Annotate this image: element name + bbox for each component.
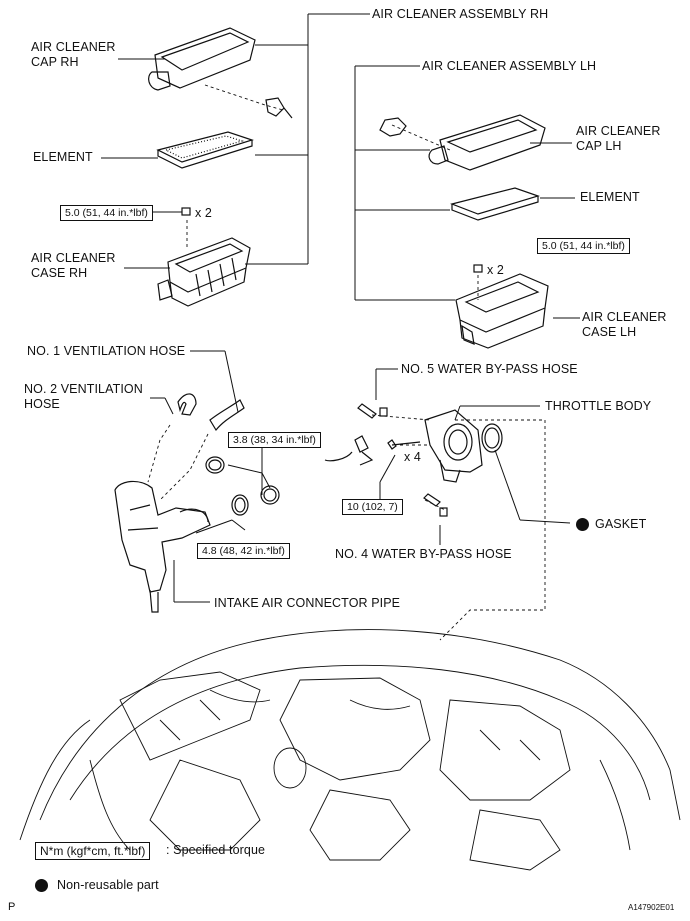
label-air-cleaner-case-rh: AIR CLEANER CASE RH [31, 251, 116, 280]
qty-throttle-bolt: x 4 [404, 450, 421, 464]
leader-lines [101, 13, 580, 603]
label-no5-water-bypass-hose: NO. 5 WATER BY-PASS HOSE [401, 362, 578, 376]
clip-no5 [379, 407, 388, 417]
no2-ventilation-hose-drawing [177, 393, 197, 416]
qty-case-rh-nut: x 2 [195, 206, 212, 220]
air-cleaner-cap-lh-drawing [428, 114, 546, 171]
air-cleaner-case-lh-drawing [455, 273, 549, 349]
no5-water-bypass-hose-drawing [357, 403, 377, 419]
legend-non-reusable-desc: Non-reusable part [57, 878, 159, 892]
qty-case-lh-nut: x 2 [487, 263, 504, 277]
legend-non-reusable-icon [35, 879, 48, 892]
label-element-lh: ELEMENT [580, 190, 640, 204]
label-air-cleaner-cap-rh: AIR CLEANER CAP RH [31, 40, 116, 69]
label-air-cleaner-assembly-lh: AIR CLEANER ASSEMBLY LH [422, 59, 597, 73]
legend-torque-unit: N*m (kgf*cm, ft.*lbf) [35, 842, 151, 860]
sensor-connector-rh [265, 97, 293, 119]
bolt-drawing [387, 439, 421, 450]
torque-box-throttle-bolt: 10 (102, 7) [342, 499, 403, 515]
gasket-drawing [481, 423, 503, 453]
label-intake-air-connector-pipe: INTAKE AIR CONNECTOR PIPE [214, 596, 401, 610]
air-cleaner-case-rh-drawing [157, 237, 251, 307]
torque-box-case-lh-nut: 5.0 (51, 44 in.*lbf) [537, 238, 630, 254]
sensor-connector-lh [379, 117, 407, 137]
torque-box-case-rh-nut: 5.0 (51, 44 in.*lbf) [60, 205, 153, 221]
nut-rh-drawing [181, 207, 191, 216]
label-no4-water-bypass-hose: NO. 4 WATER BY-PASS HOSE [335, 547, 512, 561]
label-element-rh: ELEMENT [33, 150, 93, 164]
element-rh-drawing [156, 131, 254, 169]
label-throttle-body: THROTTLE BODY [545, 399, 652, 413]
label-no2-ventilation-hose: NO. 2 VENTILATION HOSE [24, 382, 143, 411]
label-air-cleaner-case-lh: AIR CLEANER CASE LH [582, 310, 667, 339]
element-lh-drawing [450, 187, 540, 221]
label-air-cleaner-cap-lh: AIR CLEANER CAP LH [576, 124, 661, 153]
legend-torque-desc: : Specified torque [166, 843, 266, 857]
torque-box-clamp-lower: 4.8 (48, 42 in.*lbf) [197, 543, 290, 559]
wire-harness-drawing [324, 435, 374, 466]
nut-lh-drawing [473, 264, 483, 273]
torque-box-clamp-upper: 3.8 (38, 34 in.*lbf) [228, 432, 321, 448]
non-reusable-marker-gasket [576, 518, 589, 531]
clip-no4 [439, 507, 448, 517]
engine-compartment-drawing [19, 629, 681, 871]
no4-water-bypass-hose-drawing [423, 493, 441, 507]
label-gasket: GASKET [595, 517, 647, 531]
air-cleaner-cap-rh-drawing [148, 27, 256, 91]
page-mark: P [8, 901, 16, 913]
clamps-drawing [205, 456, 280, 516]
label-air-cleaner-assembly-rh: AIR CLEANER ASSEMBLY RH [372, 7, 549, 21]
no1-ventilation-hose-drawing [209, 399, 245, 432]
figure-code: A147902E01 [628, 903, 675, 912]
throttle-body-drawing [424, 409, 483, 483]
dashed-lines [147, 84, 546, 641]
label-no1-ventilation-hose: NO. 1 VENTILATION HOSE [27, 344, 186, 358]
intake-air-connector-pipe-drawing [114, 480, 211, 613]
